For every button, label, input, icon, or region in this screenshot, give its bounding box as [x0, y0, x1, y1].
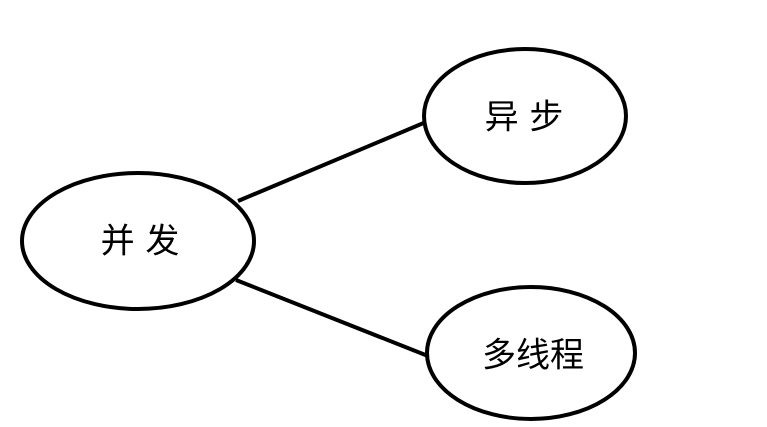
node-async-label: 异 步 [485, 98, 564, 138]
edge-concurrency-async [237, 120, 427, 203]
node-concurrency: 并 发 [20, 171, 256, 311]
node-multithread: 多线程 [425, 285, 637, 421]
node-concurrency-ellipse [20, 171, 256, 311]
node-async: 异 步 [422, 47, 628, 185]
node-async-ellipse [422, 47, 628, 185]
node-concurrency-label: 并 发 [101, 222, 180, 262]
node-multithread-label: 多线程 [482, 336, 584, 376]
node-multithread-ellipse [425, 285, 637, 421]
edge-concurrency-multithread [235, 278, 429, 358]
